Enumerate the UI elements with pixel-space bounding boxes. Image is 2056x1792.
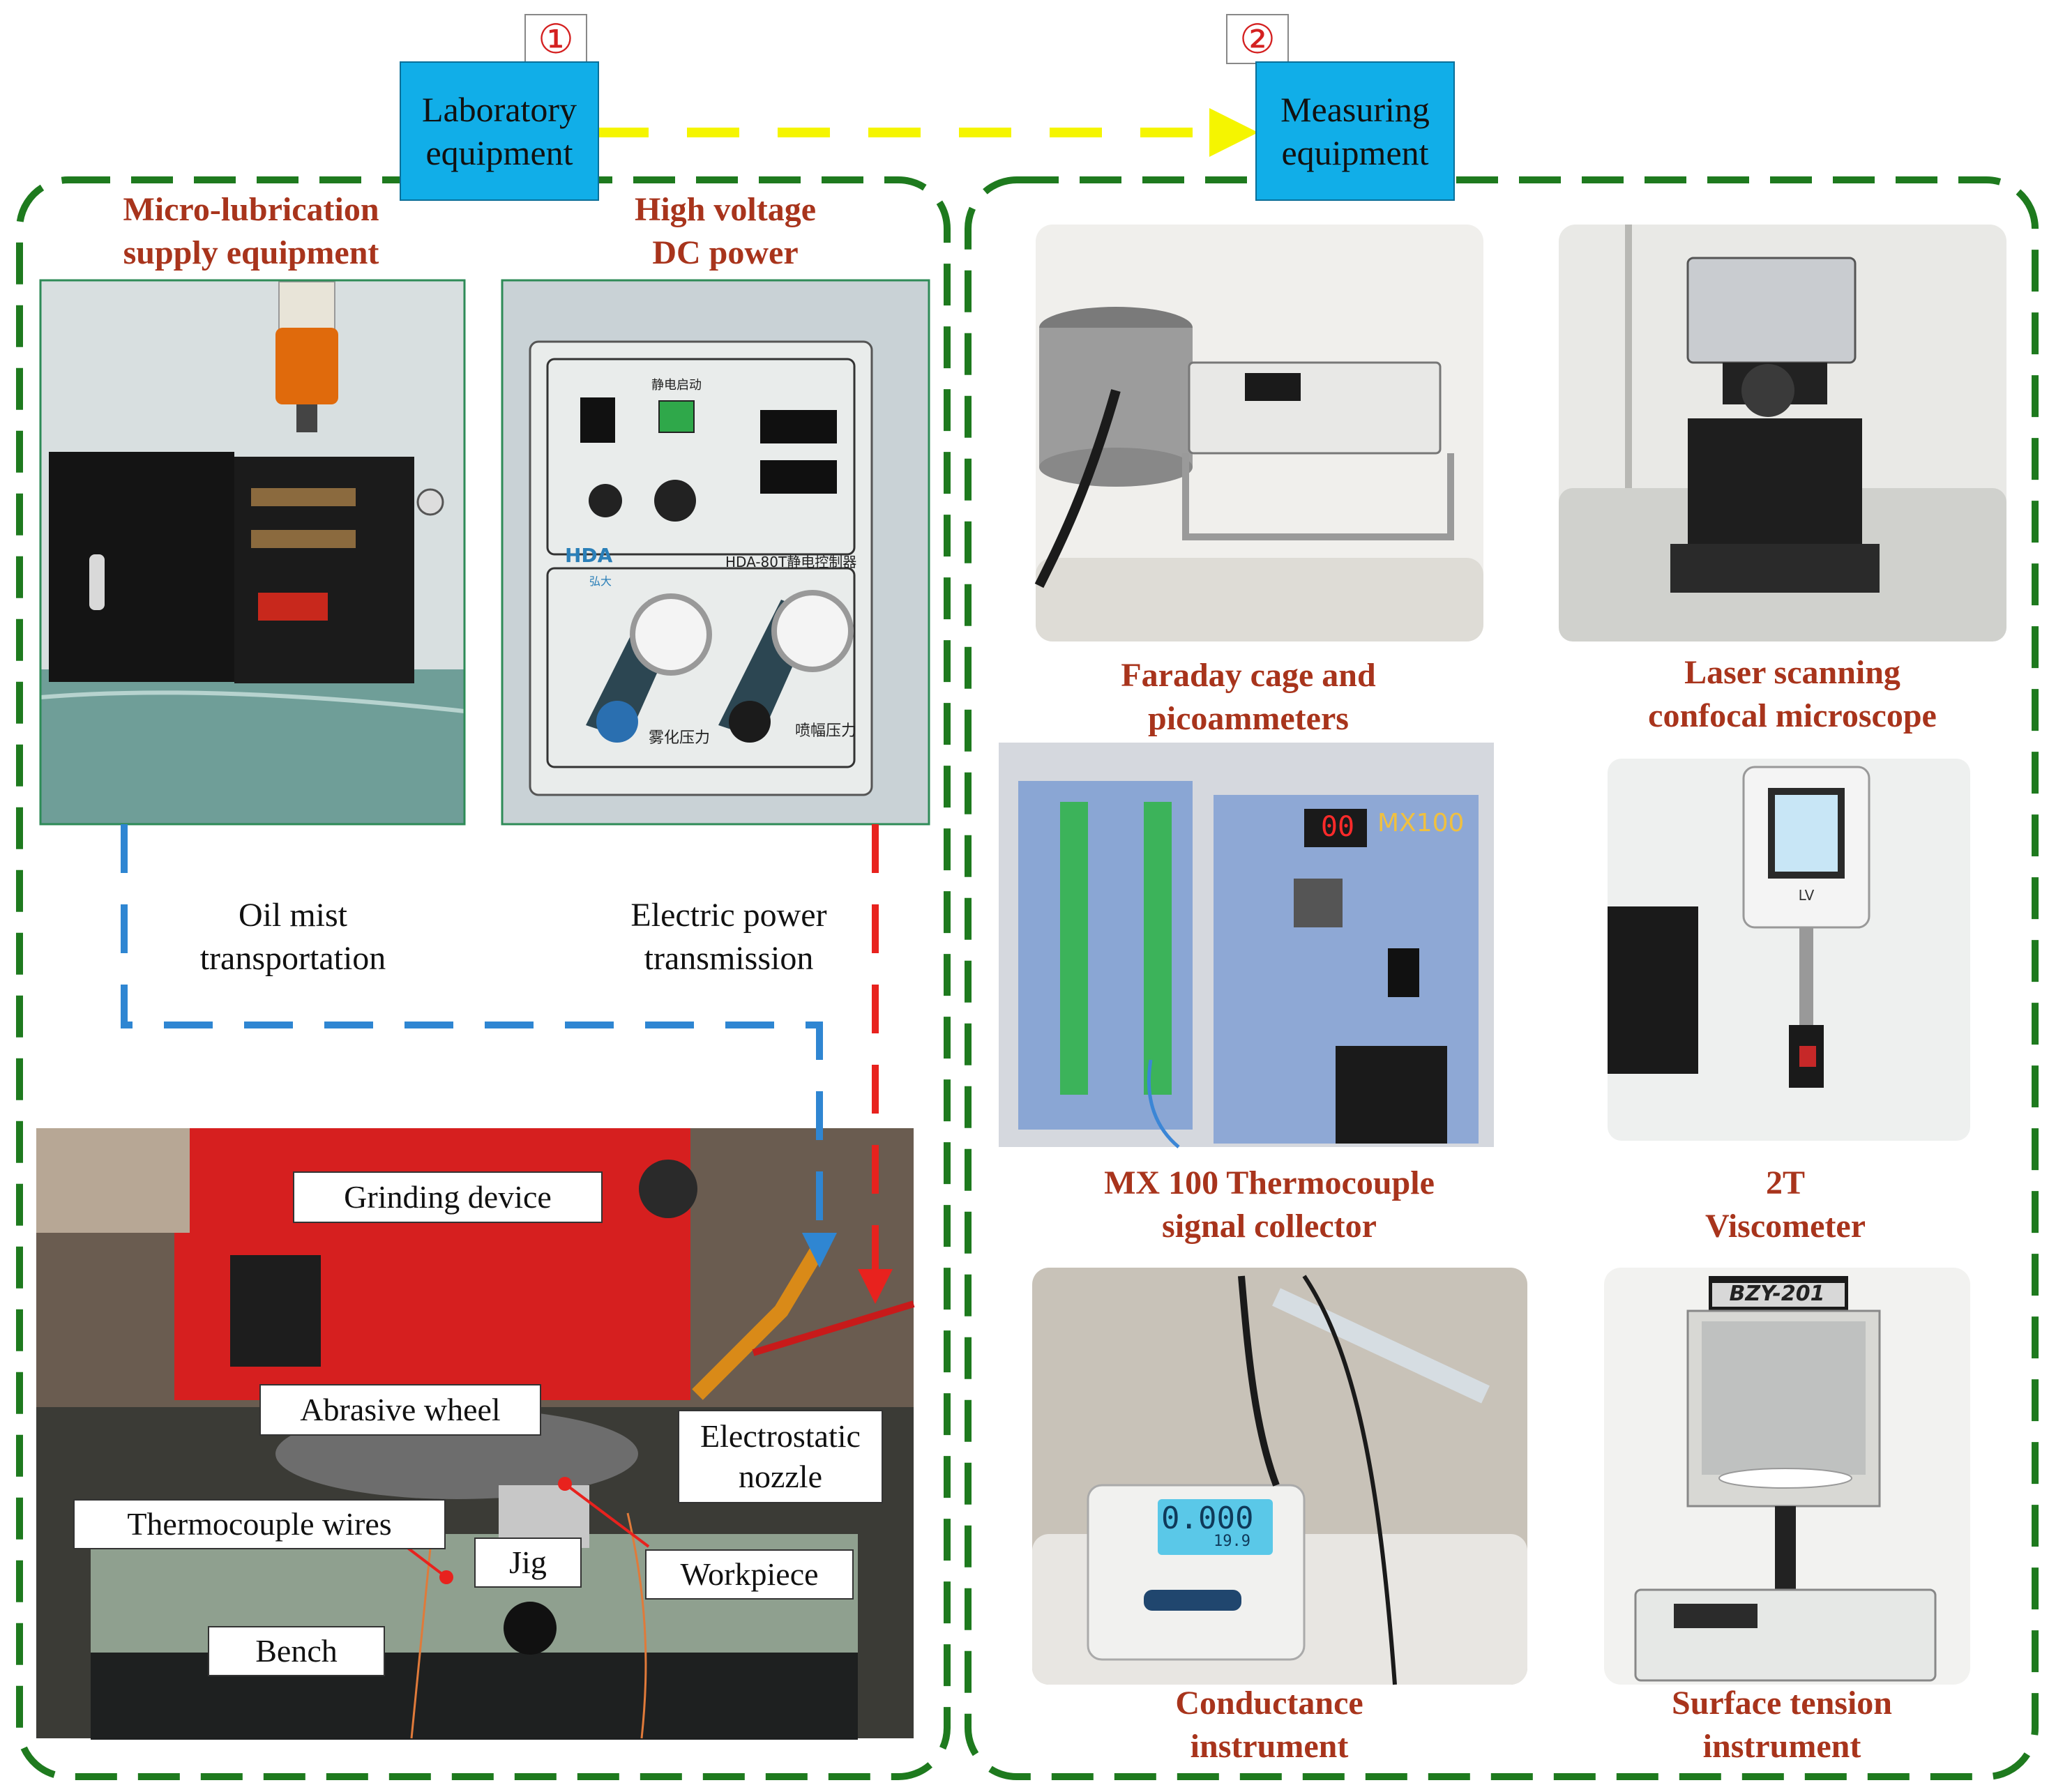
- viscometer-brand: LV: [1798, 887, 1815, 904]
- abrasive-wheel-label: Abrasive wheel: [259, 1384, 541, 1436]
- thermocouple-dot: [439, 1570, 453, 1584]
- measuring-equipment-frame: [965, 176, 2039, 1780]
- power-transmission-label: Electric power transmission: [630, 897, 827, 977]
- step-1-number: ①: [524, 14, 587, 64]
- panel-model: HDA-80T静电控制器: [725, 554, 857, 570]
- workpiece-dot: [558, 1477, 572, 1491]
- hv-dc-power-photo: [502, 280, 929, 824]
- panel-brand-sub: 弘大: [589, 575, 612, 588]
- mx100-title: MX 100 Thermocouple signal collector: [1104, 1164, 1435, 1245]
- workpiece-label: Workpiece: [645, 1549, 854, 1600]
- panel-start-label: 静电启动: [651, 378, 702, 393]
- bench-label: Bench: [208, 1626, 385, 1676]
- workpiece-pointer: [564, 1482, 650, 1548]
- mql-title: Micro-lubrication supply equipment: [123, 191, 379, 271]
- mx100-brand: MX100: [1377, 809, 1465, 837]
- panel-atomizing-pressure: 雾化压力: [649, 729, 711, 747]
- conductance-photo: [1032, 1268, 1527, 1685]
- laser-title: Laser scanning confocal microscope: [1648, 654, 1937, 734]
- thermocouple-wires-label: Thermocouple wires: [73, 1499, 446, 1549]
- hv-photo-border: [501, 279, 930, 826]
- grinding-device-label: Grinding device: [293, 1171, 603, 1223]
- laboratory-equipment-box: Laboratory equipment: [400, 61, 599, 201]
- panel-spray-pressure: 喷幅压力: [795, 722, 857, 740]
- mql-photo-border: [39, 279, 466, 826]
- surface-tension-photo: [1604, 1268, 1970, 1685]
- mql-supply-photo: [40, 280, 465, 824]
- conductance-display: 0.000: [1161, 1501, 1254, 1536]
- viscometer-title: 2T Viscometer: [1704, 1164, 1866, 1245]
- electrostatic-nozzle-label: Electrostatic nozzle: [678, 1410, 883, 1503]
- mx100-display: 00: [1320, 811, 1355, 843]
- viscometer-photo: [1608, 759, 1970, 1141]
- bzy-label: BZY-201: [1729, 1282, 1825, 1306]
- jig-label: Jig: [474, 1537, 582, 1588]
- measuring-equipment-box: Measuring equipment: [1255, 61, 1455, 201]
- faraday-title: Faraday cage and picoammeters: [1121, 657, 1376, 737]
- surface-tension-title: Surface tension instrument: [1672, 1685, 1892, 1765]
- laser-confocal-photo: [1559, 225, 2006, 641]
- step-2-number: ②: [1226, 14, 1289, 64]
- conductance-title: Conductance instrument: [1175, 1685, 1363, 1765]
- mx100-photo: [999, 743, 1494, 1148]
- oil-mist-path: [121, 824, 837, 1268]
- thermocouple-pointer: [405, 1545, 448, 1579]
- hv-title: High voltage DC power: [635, 191, 816, 271]
- oil-mist-label: Oil mist transportation: [199, 897, 386, 977]
- faraday-photo: [1034, 225, 1483, 641]
- panel-brand: HDA: [565, 544, 613, 567]
- conductance-temperature: 19.9: [1214, 1533, 1250, 1550]
